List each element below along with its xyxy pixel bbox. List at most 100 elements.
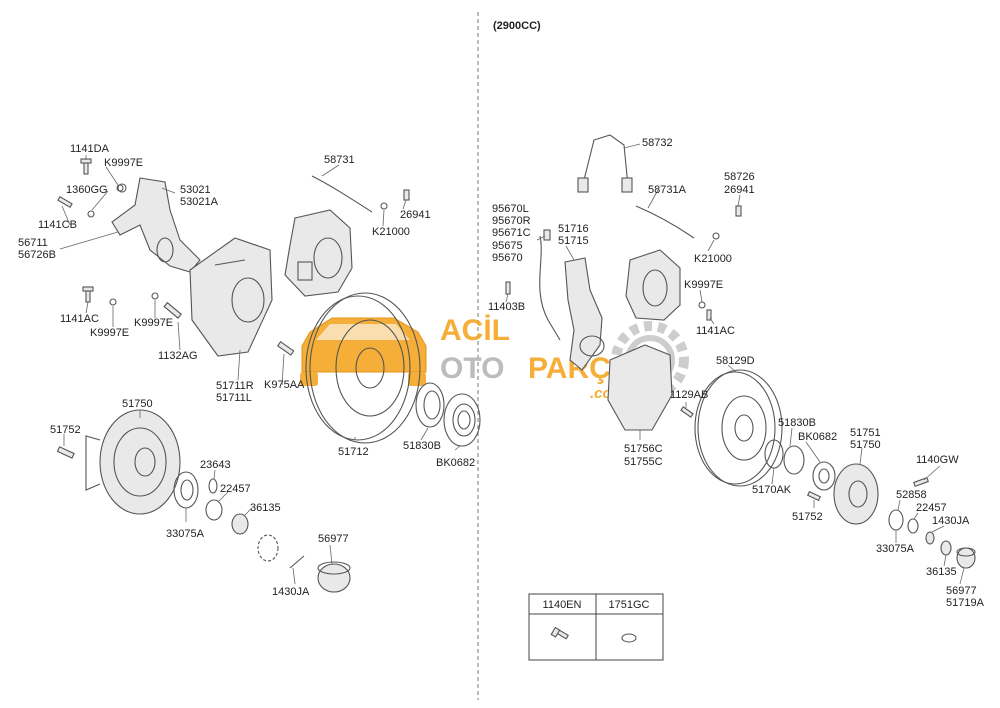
bolt-icon-11403b (505, 281, 511, 295)
label-51751: 51751 (850, 427, 881, 439)
label-k9997e-a: K9997E (104, 157, 143, 169)
label-95670: 95670 (492, 252, 523, 264)
watermark-line1: ACİL (440, 314, 510, 347)
label-bk0682-a: BK0682 (436, 457, 475, 469)
hose-fitting-icon-a (577, 177, 589, 193)
brake-caliper (284, 209, 353, 297)
part-labels: 1141DA K9997E 1360GG 53021 53021A 1141CB… (18, 137, 985, 609)
nut-icon-k9997e-b (109, 298, 117, 306)
lock-nut-icon-36135-b (940, 540, 952, 556)
label-53021: 53021 (180, 184, 211, 196)
bolt-icon-1129ab (680, 406, 694, 418)
abs-sensor-cable-95670 (539, 235, 561, 341)
brake-disc (305, 292, 421, 444)
bearing-51830b (415, 382, 445, 428)
cotter-pin-icon-1430ja (289, 555, 305, 569)
label-53021a: 53021A (180, 196, 219, 208)
washer-icon-23643 (208, 478, 218, 494)
bolt-icon-1140gw (913, 477, 929, 487)
label-36135-b: 36135 (926, 566, 957, 578)
grease-cap-56977-b (956, 547, 976, 569)
label-22457-b: 22457 (916, 502, 947, 514)
hose-fitting-icon-b (621, 177, 633, 193)
label-56726b: 56726B (18, 249, 56, 261)
label-58129d: 58129D (716, 355, 755, 367)
label-36135-a: 36135 (250, 502, 281, 514)
label-56711: 56711 (18, 237, 48, 249)
label-51752-a: 51752 (50, 424, 81, 436)
bolt-icon-k975aa (276, 341, 295, 356)
nut-icon-k9997e-d (698, 301, 706, 309)
label-51752-b: 51752 (792, 511, 823, 523)
brake-hose-58731 (311, 175, 373, 213)
label-51830b-b: 51830B (778, 417, 816, 429)
bolt-icon-51752 (56, 446, 75, 459)
label-bk0682-b: BK0682 (798, 431, 837, 443)
label-51716: 51716 (558, 223, 589, 235)
label-33075a-b: 33075A (876, 543, 915, 555)
label-k9997e-b: K9997E (90, 327, 129, 339)
bolt-icon (550, 626, 569, 640)
label-k9997e-d: K9997E (684, 279, 723, 291)
label-k975aa: K975AA (264, 379, 305, 391)
washer-icon-22457 (205, 499, 223, 521)
label-51750-b: 51750 (850, 439, 881, 451)
clip-icon (621, 633, 637, 643)
label-33075a-a: 33075A (166, 528, 205, 540)
bleeder-icon-58726 (735, 205, 742, 217)
label-k9997e-c: K9997E (134, 317, 173, 329)
label-11403b: 11403B (488, 301, 525, 313)
grease-cap-56977 (317, 561, 351, 593)
bolt-icon-1141cb (57, 196, 73, 208)
label-5170ak: 5170AK (752, 484, 792, 496)
legend-table: 1140EN 1751GC (528, 593, 664, 661)
steering-knuckle-51716 (564, 257, 605, 371)
bearing-bk0682 (443, 393, 481, 447)
leader-lines (59, 143, 965, 585)
clip-icon-k21000-b (712, 232, 720, 240)
brake-caliper-right (625, 249, 681, 321)
washer-icon-1360gg (87, 210, 95, 218)
bearing-33075a (173, 471, 199, 509)
variant-header: (2900CC) (493, 20, 541, 32)
label-1141cb: 1141CB (38, 219, 77, 231)
label-56977-a: 56977 (318, 533, 349, 545)
label-1360gg: 1360GG (66, 184, 108, 196)
dust-shield-51756c (607, 344, 673, 431)
label-58726: 58726 (724, 171, 755, 183)
label-58732: 58732 (642, 137, 673, 149)
nut-icon-k9997e-c (151, 292, 159, 300)
label-51711l: 51711L (216, 392, 252, 404)
label-1430ja-b: 1430JA (932, 515, 970, 527)
steering-knuckle (111, 177, 201, 273)
brake-hose-58731a (635, 205, 695, 239)
label-95675: 95675 (492, 240, 523, 252)
washer-icon-22457-b (907, 518, 919, 534)
label-51750-a: 51750 (122, 398, 153, 410)
bearing-bk0682-b (812, 461, 836, 491)
wheel-hub-51750 (85, 409, 181, 515)
nut-icon-36135-b (925, 531, 935, 545)
lock-nut-icon-36135 (257, 534, 279, 562)
label-95671c: 95671C (492, 227, 531, 239)
label-22457-a: 22457 (220, 483, 251, 495)
label-1132ag: 1132AG (158, 350, 198, 362)
brake-disc-58129d (694, 369, 783, 487)
label-1141ac-a: 1141AC (60, 313, 99, 325)
label-95670r: 95670R (492, 215, 531, 227)
label-1141ac-b: 1141AC (696, 325, 735, 337)
bolt-icon-1132ag (163, 301, 182, 319)
legend-col1-header: 1140EN (543, 599, 582, 611)
wheel-hub-51751 (833, 463, 879, 525)
brake-hose-58732 (583, 134, 629, 187)
bleeder-icon-26941 (403, 189, 410, 201)
watermark-line2a: OTO (440, 352, 504, 385)
label-1140gw: 1140GW (916, 454, 959, 466)
label-56977-b: 56977 (946, 585, 977, 597)
label-51719a: 51719A (946, 597, 985, 609)
sensor-connector-icon (543, 229, 551, 241)
label-26941-b: 26941 (724, 184, 755, 196)
bolt-icon-1141da (80, 158, 92, 175)
